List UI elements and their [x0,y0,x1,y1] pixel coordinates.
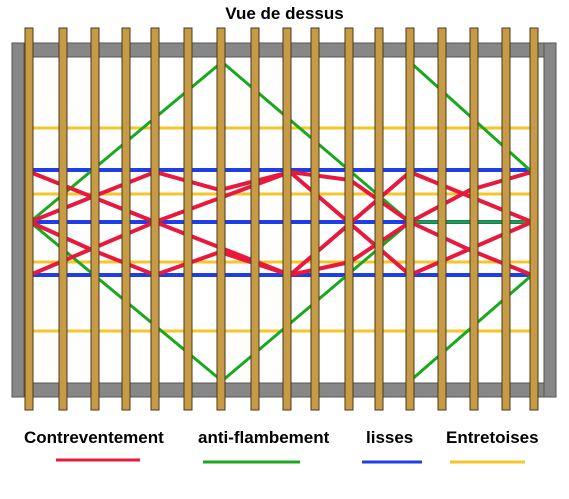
post [437,27,447,411]
diagram-title: Vue de dessus [225,4,344,23]
legend-label-bracing: Contreventement [24,428,164,447]
bracing-zigzag-lower [29,219,533,278]
legend-label-anti-buckling: anti-flambement [198,428,330,447]
post [374,27,384,411]
legend-label-rails: lisses [366,428,414,447]
post [344,27,354,411]
legend-label-spacers: Entretoises [446,428,539,447]
spacers-group [30,126,532,333]
frame [11,42,557,398]
legend-swatches [56,458,525,464]
post [529,27,539,411]
bracing-zigzag-upper [29,169,533,225]
post [310,27,320,411]
post [405,27,415,411]
post [216,27,226,411]
post [282,27,292,411]
post [469,27,479,411]
post [90,27,100,411]
post [121,27,131,411]
posts-group [24,27,539,411]
post [250,27,260,411]
post [58,27,68,411]
frame-right-beam [543,42,557,398]
frame-left-beam [11,42,25,398]
post [183,27,193,411]
post [150,27,160,411]
post [501,27,511,411]
post [24,27,34,411]
